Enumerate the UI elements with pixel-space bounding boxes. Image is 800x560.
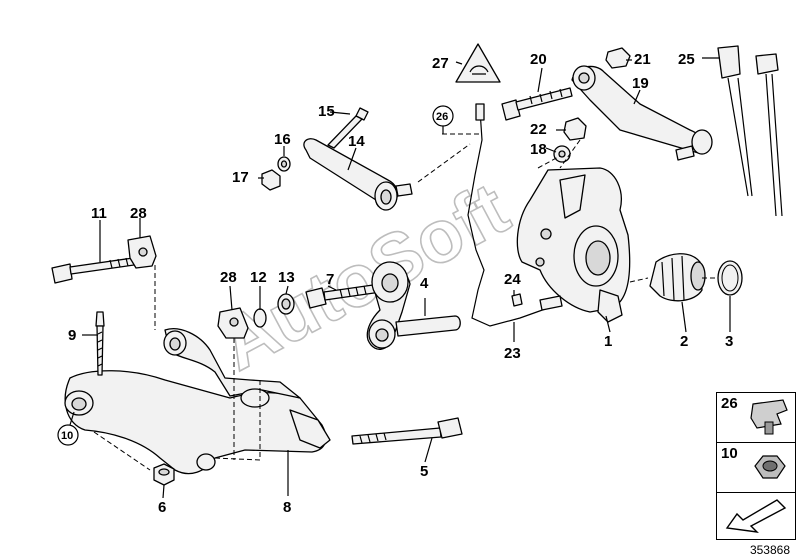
legend-number-10: 10 bbox=[721, 445, 738, 462]
callout-28-upper: 28 bbox=[130, 205, 147, 222]
callout-14: 14 bbox=[348, 133, 365, 150]
callout-21: 21 bbox=[634, 51, 651, 68]
washer-16 bbox=[277, 156, 291, 172]
callout-26: 26 bbox=[436, 111, 448, 123]
callout-25: 25 bbox=[678, 51, 695, 68]
bolt-11 bbox=[51, 256, 142, 284]
bolt-15 bbox=[327, 107, 369, 149]
callout-24: 24 bbox=[504, 271, 521, 288]
callout-22: 22 bbox=[530, 121, 547, 138]
bushing-2 bbox=[649, 253, 706, 302]
leader-lines bbox=[69, 57, 731, 499]
bolt-20 bbox=[501, 87, 573, 121]
callout-5: 5 bbox=[420, 463, 428, 480]
nut-icon bbox=[754, 455, 786, 479]
bushing-22 bbox=[563, 117, 587, 141]
bolt-5 bbox=[351, 417, 463, 445]
legend-number-26: 26 bbox=[721, 395, 738, 412]
control-arm-4 bbox=[366, 261, 461, 350]
control-arm-14 bbox=[303, 138, 413, 211]
clip-icon bbox=[750, 399, 788, 435]
bolt-9 bbox=[95, 311, 105, 376]
arrow-icon bbox=[725, 499, 787, 533]
callout-17: 17 bbox=[232, 169, 249, 186]
clip-28-upper bbox=[127, 235, 157, 269]
nut-6 bbox=[153, 463, 175, 486]
callout-15: 15 bbox=[318, 103, 335, 120]
callout-20: 20 bbox=[530, 51, 547, 68]
reference-lines bbox=[93, 133, 716, 471]
legend-item-10: 10 bbox=[716, 442, 796, 494]
callout-13: 13 bbox=[278, 269, 295, 286]
callout-3: 3 bbox=[725, 333, 733, 350]
circled-callout-26: 26 bbox=[432, 105, 454, 127]
callout-23: 23 bbox=[504, 345, 521, 362]
callout-12: 12 bbox=[250, 269, 267, 286]
callout-8: 8 bbox=[283, 499, 291, 516]
bolt-7 bbox=[305, 283, 382, 309]
diagram-id: 353868 bbox=[749, 543, 790, 557]
warning-triangle-27 bbox=[455, 43, 501, 83]
callouts: 1 2 3 4 5 6 7 8 9 11 12 13 14 15 16 17 1… bbox=[68, 51, 733, 516]
callout-11: 11 bbox=[91, 205, 107, 222]
callout-9: 9 bbox=[68, 327, 76, 344]
legend-item-26: 26 bbox=[716, 392, 796, 444]
callout-2: 2 bbox=[680, 333, 688, 350]
rear-subframe bbox=[64, 328, 331, 475]
bushing-18 bbox=[553, 145, 571, 163]
circled-callout-10: 10 bbox=[57, 424, 79, 446]
seal-ring-3 bbox=[717, 260, 743, 296]
cable-ties-25 bbox=[717, 45, 783, 217]
legend-arrow-box bbox=[716, 492, 796, 540]
callout-10: 10 bbox=[61, 430, 73, 442]
callout-7: 7 bbox=[326, 271, 334, 288]
callout-27: 27 bbox=[432, 55, 449, 72]
bushing-21 bbox=[605, 47, 631, 69]
callout-28-lower: 28 bbox=[220, 269, 237, 286]
speed-sensor bbox=[467, 103, 563, 327]
wheel-carrier-1 bbox=[516, 167, 631, 323]
nut-17 bbox=[261, 169, 281, 191]
callout-1: 1 bbox=[604, 333, 612, 350]
callout-6: 6 bbox=[158, 499, 166, 516]
callout-18: 18 bbox=[530, 141, 547, 158]
callout-16: 16 bbox=[274, 131, 291, 148]
control-arm-19 bbox=[571, 65, 713, 161]
callout-4: 4 bbox=[420, 275, 429, 292]
callout-19: 19 bbox=[632, 75, 649, 92]
